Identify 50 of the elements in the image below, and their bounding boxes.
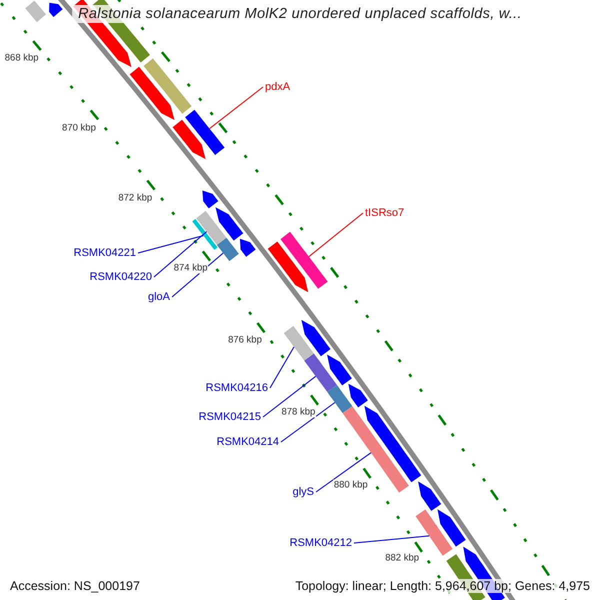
gene-label: RSMK04212: [290, 537, 352, 549]
leader-line: [316, 452, 372, 492]
gene-label: pdxA: [265, 81, 290, 93]
scale-label: 880 kbp: [332, 479, 369, 490]
genome-summary-text: Topology: linear; Length: 5,964,607 bp; Genes: 4,975: [293, 579, 592, 593]
gene-block: [364, 406, 422, 482]
leader-line: [209, 86, 264, 130]
gene-block: [172, 120, 206, 160]
scale-label: 882 kbp: [384, 552, 420, 564]
gene-block: [268, 242, 308, 292]
leader-line: [354, 535, 430, 544]
gene-block: [185, 110, 225, 155]
gene-block: [284, 326, 314, 361]
gene-block: [327, 354, 352, 386]
gene-block: [202, 190, 218, 208]
scale-label: 876 kbp: [227, 334, 263, 346]
gene-label: RSMK04216: [206, 382, 268, 394]
scale-label: 874 kbp: [172, 262, 209, 274]
gene-label: gloA: [148, 291, 170, 303]
gene-block: [130, 66, 174, 120]
leader-line: [154, 231, 208, 278]
gene-block: [49, 2, 63, 17]
gene-block: [438, 509, 466, 547]
gene-block: [196, 210, 226, 245]
gene-block: [216, 238, 239, 262]
gene-label: RSMK04214: [216, 436, 279, 448]
scale-label: 878 kbp: [280, 406, 316, 418]
gene-label: glyS: [292, 486, 314, 498]
gene-block: [25, 0, 46, 22]
gene-block: [301, 320, 330, 356]
gene-label: tISRso7: [365, 207, 404, 219]
leader-line: [262, 376, 316, 418]
leader-line: [280, 402, 336, 442]
gene-label: RSMK04221: [74, 247, 136, 259]
gene-block: [348, 384, 368, 408]
gene-block: [280, 232, 328, 289]
gene-label: RSMK04215: [198, 411, 261, 423]
scale-label: 870 kbp: [61, 122, 97, 134]
gene-block: [418, 481, 442, 511]
gene-block: [327, 384, 352, 414]
leader-line: [138, 235, 204, 254]
gene-block: [304, 354, 337, 392]
scale-label: 872 kbp: [117, 192, 154, 203]
gene-block: [216, 207, 244, 241]
scale-label: 868 kbp: [4, 52, 40, 64]
gene-label: RSMK04220: [90, 271, 152, 283]
gene-block: [240, 238, 256, 257]
gene-block: [144, 58, 192, 114]
accession-text: Accession: NS_000197: [8, 579, 142, 593]
gene-block: [192, 218, 218, 250]
